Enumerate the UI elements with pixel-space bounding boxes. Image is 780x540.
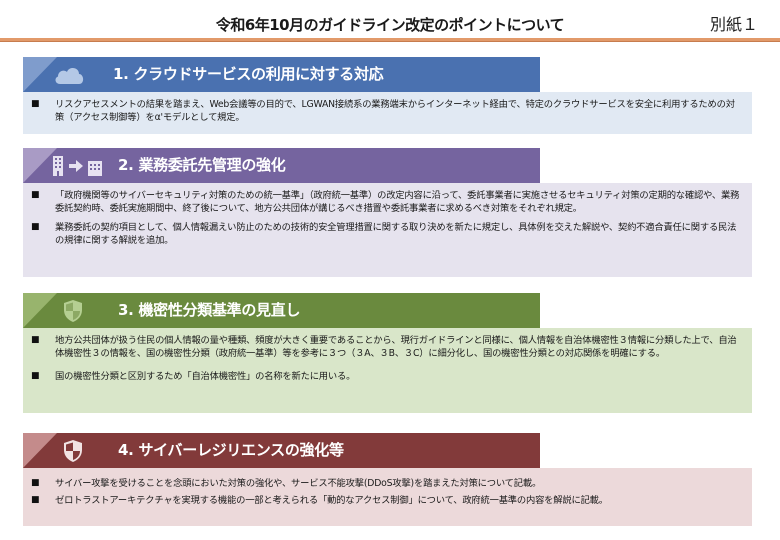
bullet-square-icon: ■	[31, 335, 40, 345]
section-4-title: 4. サイバーレジリエンスの強化等	[118, 441, 344, 459]
section-1-body: ■ リスクアセスメントの結果を踏まえ、Web会議等の目的で、LGWAN接続系の業…	[23, 92, 752, 134]
bullet-square-icon: ■	[31, 478, 40, 488]
annex-label: 別紙１	[709, 15, 758, 34]
section-4-header: 4. サイバーレジリエンスの強化等	[23, 433, 540, 468]
title-divider	[0, 38, 780, 42]
section-2-body: ■ 「政府機関等のサイバーセキュリティ対策のための統一基準」（政府統一基準）の改…	[23, 183, 752, 277]
header-accent-triangle	[23, 293, 57, 328]
shield-icon	[63, 438, 83, 463]
list-item: ■ 業務委託の契約項目として、個人情報漏えい防止のための技術的安全管理措置に関す…	[31, 221, 740, 247]
section-2-header: 2. 業務委託先管理の強化	[23, 148, 540, 183]
bullet-square-icon: ■	[31, 99, 40, 109]
header-accent-triangle	[23, 57, 57, 92]
section-2-title: 2. 業務委託先管理の強化	[118, 156, 286, 174]
section-1-header: 1. クラウドサービスの利用に対する対応	[23, 57, 540, 92]
section-3-header: 3. 機密性分類基準の見直し	[23, 293, 540, 328]
section-3-title: 3. 機密性分類基準の見直し	[118, 301, 301, 319]
list-item: ■ リスクアセスメントの結果を踏まえ、Web会議等の目的で、LGWAN接続系の業…	[31, 98, 740, 124]
building-to-building-icon	[51, 153, 107, 178]
bullet-text: リスクアセスメントの結果を踏まえ、Web会議等の目的で、LGWAN接続系の業務端…	[55, 99, 735, 123]
list-item: ■ 「政府機関等のサイバーセキュリティ対策のための統一基準」（政府統一基準）の改…	[31, 189, 740, 215]
bullet-text: 「政府機関等のサイバーセキュリティ対策のための統一基準」（政府統一基準）の改定内…	[55, 190, 740, 214]
bullet-text: 国の機密性分類と区別するため「自治体機密性」の名称を新たに用いる。	[55, 371, 356, 382]
section-4-body: ■ サイバー攻撃を受けることを念頭においた対策の強化や、サービス不能攻撃(DDo…	[23, 468, 752, 526]
list-item: ■ 国の機密性分類と区別するため「自治体機密性」の名称を新たに用いる。	[31, 370, 740, 383]
bullet-square-icon: ■	[31, 190, 40, 200]
bullet-text: 業務委託の契約項目として、個人情報漏えい防止のための技術的安全管理措置に関する取…	[55, 222, 737, 246]
bullet-square-icon: ■	[31, 371, 40, 381]
page-title: 令和6年10月のガイドライン改定のポイントについて	[215, 16, 565, 34]
section-3-body: ■ 地方公共団体が扱う住民の個人情報の量や種類、頻度が大きく重要であることから、…	[23, 328, 752, 413]
list-item: ■ 地方公共団体が扱う住民の個人情報の量や種類、頻度が大きく重要であることから、…	[31, 334, 740, 360]
bullet-square-icon: ■	[31, 495, 40, 505]
list-item: ■ サイバー攻撃を受けることを念頭においた対策の強化や、サービス不能攻撃(DDo…	[31, 477, 740, 490]
bullet-text: 地方公共団体が扱う住民の個人情報の量や種類、頻度が大きく重要であることから、現行…	[55, 335, 737, 359]
section-1-title: 1. クラウドサービスの利用に対する対応	[113, 65, 384, 83]
bullet-text: サイバー攻撃を受けることを念頭においた対策の強化や、サービス不能攻撃(DDoS攻…	[55, 478, 542, 489]
shield-icon	[63, 298, 83, 323]
list-item: ■ ゼロトラストアーキテクチャを実現する機能の一部と考えられる「動的なアクセス制…	[31, 494, 740, 507]
bullet-square-icon: ■	[31, 222, 40, 232]
header-accent-triangle	[23, 433, 57, 468]
bullet-text: ゼロトラストアーキテクチャを実現する機能の一部と考えられる「動的なアクセス制御」…	[55, 495, 608, 506]
cloud-icon	[53, 62, 85, 87]
